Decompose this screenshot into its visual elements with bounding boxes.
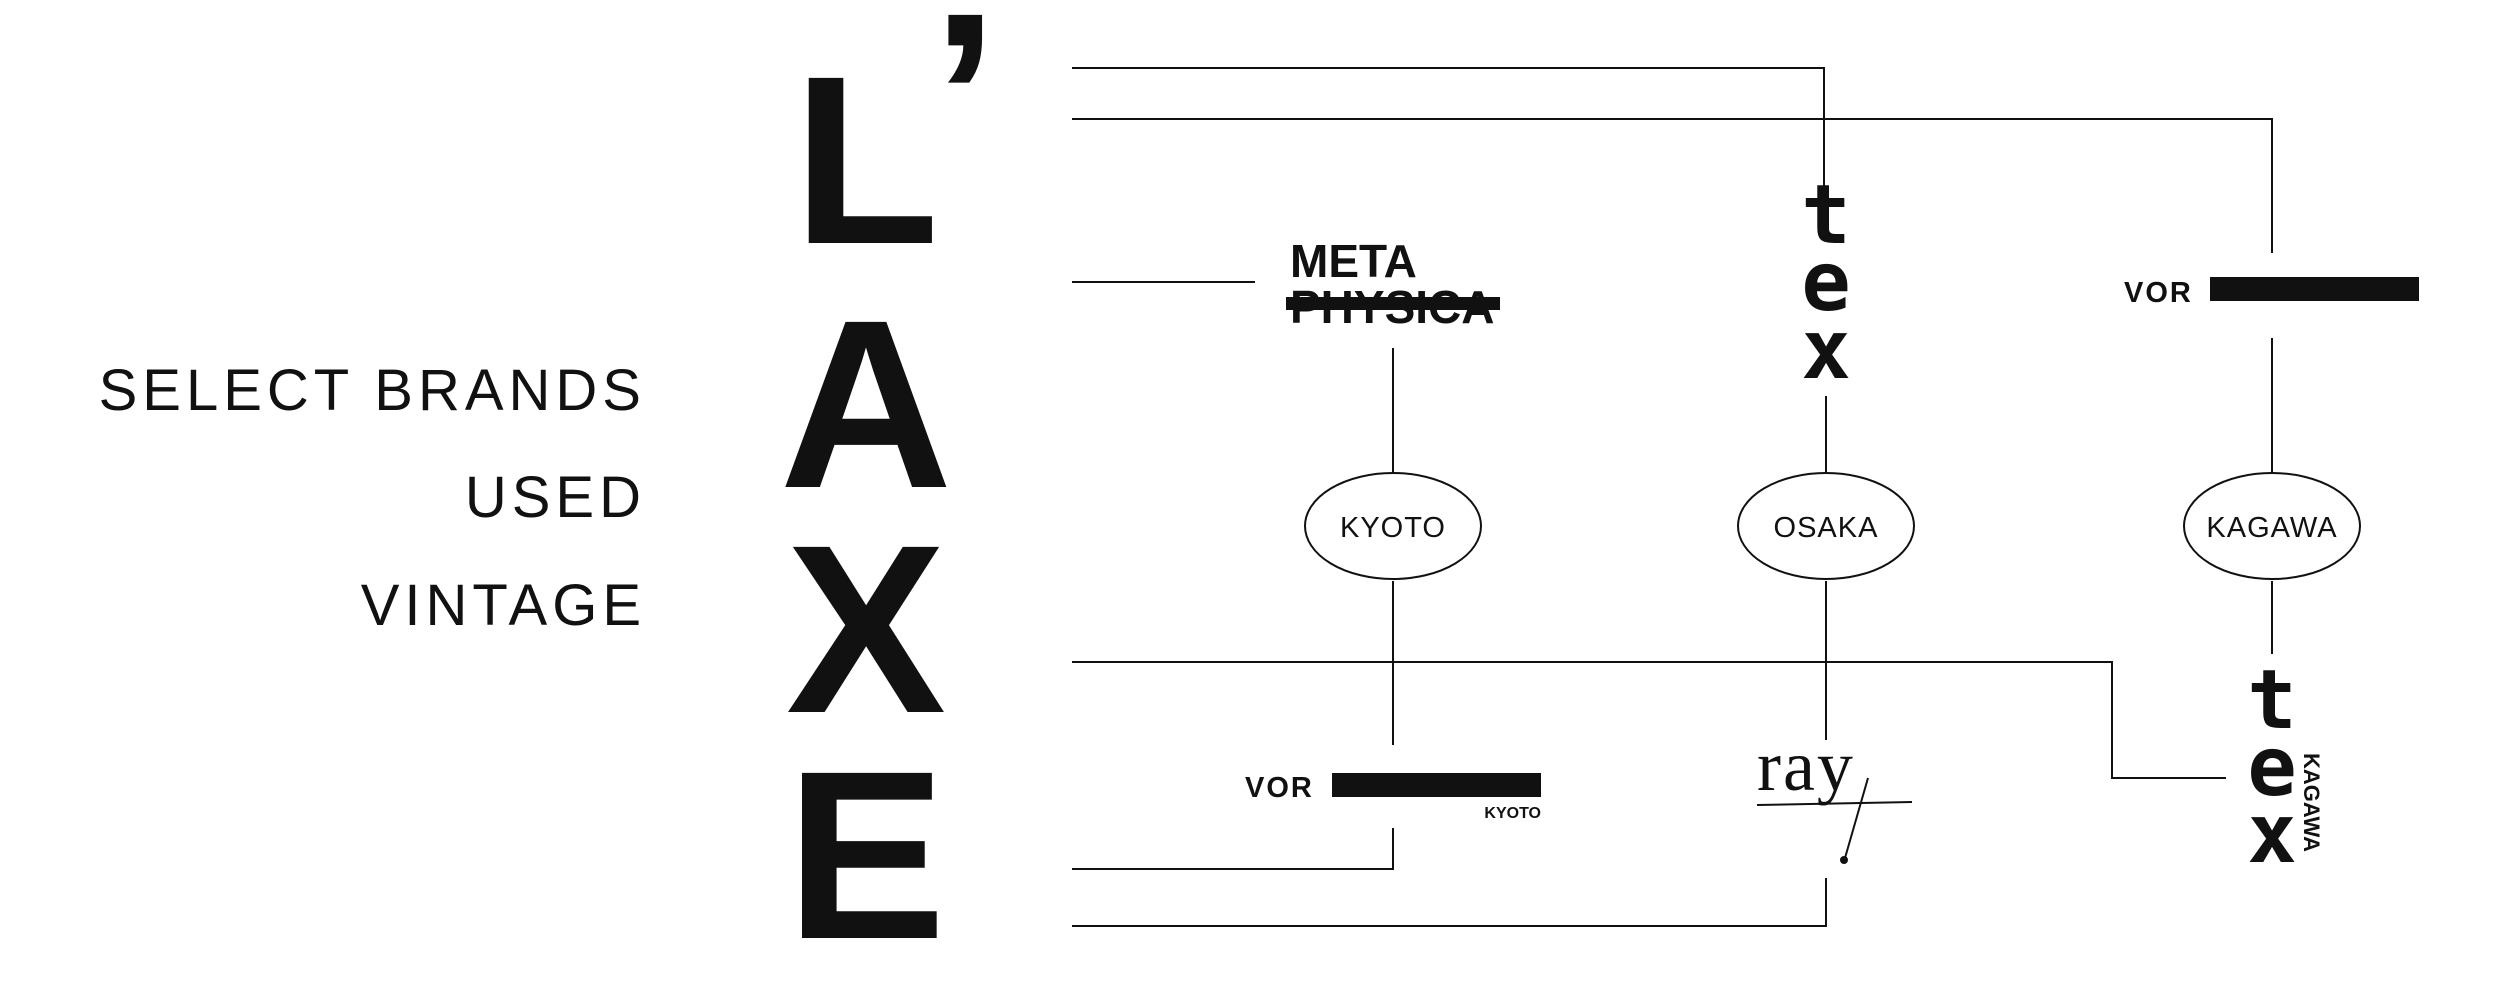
location-label-kyoto: KYOTO xyxy=(1340,512,1446,544)
logo-letter-l: L xyxy=(793,26,940,294)
vor-kagawa-label: VOR xyxy=(2124,277,2193,309)
ray-wordmark: ray xyxy=(1757,726,1855,806)
line-e-to-vor-kyoto xyxy=(1072,828,1394,870)
brand-ray: ray xyxy=(1756,726,1913,864)
logo-letter-x: X xyxy=(786,495,946,763)
line-e-to-ray xyxy=(1072,878,1827,927)
brand-vor-kagawa: VOR xyxy=(2124,277,2419,309)
tagline-select-brands: SELECT BRANDS xyxy=(99,358,646,423)
line-l-to-tex-osaka xyxy=(1072,67,1825,190)
line-x-to-tex-kagawa xyxy=(1072,661,2226,779)
location-label-kagawa: KAGAWA xyxy=(2206,512,2337,544)
laxe-logo: L ’ A X E xyxy=(779,0,998,989)
metaphysica-strike xyxy=(1286,297,1500,310)
tex-kagawa-sub: KAGAWA xyxy=(2299,753,2324,852)
connector-lines xyxy=(1072,67,2273,927)
tex-osaka-letter-x: x xyxy=(1801,303,1850,398)
tagline: SELECT BRANDS USED VINTAGE xyxy=(99,358,646,638)
location-node-osaka: OSAKA xyxy=(1737,472,1915,580)
ray-descender-dot xyxy=(1840,856,1848,864)
brand-tex-kagawa: t e x KAGAWA xyxy=(2247,653,2324,882)
tagline-vintage: VINTAGE xyxy=(361,573,646,638)
vor-kyoto-sub: KYOTO xyxy=(1484,805,1541,822)
vor-kyoto-bar xyxy=(1332,773,1541,797)
vor-kyoto-label: VOR xyxy=(1245,772,1314,804)
location-node-kagawa: KAGAWA xyxy=(2183,472,2361,580)
metaphysica-line1: META xyxy=(1290,235,1417,287)
tex-kagawa-letter-t: t xyxy=(2247,653,2296,748)
location-label-osaka: OSAKA xyxy=(1774,512,1879,544)
brand-metaphysica: META PHYSICA xyxy=(1286,235,1500,333)
tex-osaka-letter-e: e xyxy=(1801,235,1850,330)
brand-vor-kyoto: VOR KYOTO xyxy=(1245,772,1541,822)
ray-underline xyxy=(1756,801,1913,806)
logo-letter-e: E xyxy=(786,721,946,989)
tagline-used: USED xyxy=(465,465,646,530)
logo-apostrophe: ’ xyxy=(932,0,999,231)
tex-osaka-letter-t: t xyxy=(1801,168,1850,263)
vor-kagawa-bar xyxy=(2210,277,2419,301)
line-l-to-vor-kagawa xyxy=(1072,118,2273,253)
logo-letter-a: A xyxy=(779,270,952,538)
tex-kagawa-letter-e: e xyxy=(2247,720,2296,815)
tex-kagawa-letter-x: x xyxy=(2247,787,2296,882)
brand-tex-osaka: t e x xyxy=(1801,168,1850,398)
ray-descender-stroke xyxy=(1844,777,1869,859)
location-node-kyoto: KYOTO xyxy=(1304,472,1482,580)
